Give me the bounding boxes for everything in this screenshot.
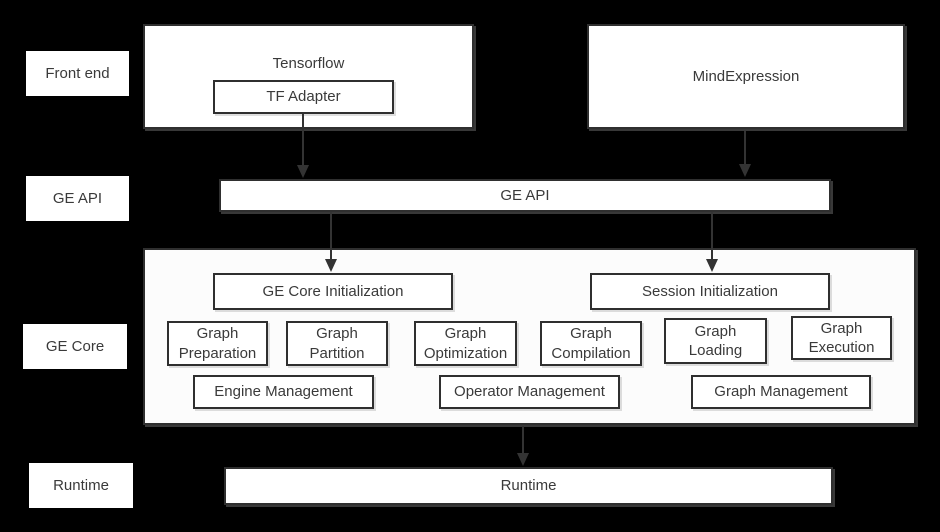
mindexpression-box: MindExpression — [587, 24, 905, 129]
graph-execution-box: Graph Execution — [791, 316, 892, 360]
graph-partition-box: Graph Partition — [286, 321, 388, 366]
layer-label-ge-api: GE API — [26, 176, 129, 221]
ge-api-bar: GE API — [219, 179, 831, 212]
tf-adapter-box: TF Adapter — [213, 80, 394, 114]
layer-label-ge-core: GE Core — [23, 324, 127, 369]
tensorflow-label: Tensorflow — [272, 55, 345, 72]
operator-management-box: Operator Management — [439, 375, 620, 409]
graph-preparation-box: Graph Preparation — [167, 321, 268, 366]
graph-management-box: Graph Management — [691, 375, 871, 409]
graph-optimization-box: Graph Optimization — [414, 321, 517, 366]
session-initialization-box: Session Initialization — [590, 273, 830, 310]
arrow-ge-core-to-runtime — [517, 426, 529, 466]
graph-loading-box: Graph Loading — [664, 318, 767, 364]
runtime-bar: Runtime — [224, 467, 833, 505]
engine-management-box: Engine Management — [193, 375, 374, 409]
graph-compilation-box: Graph Compilation — [540, 321, 642, 366]
layer-label-runtime: Runtime — [29, 463, 133, 508]
arrow-mindexpression-to-ge-api — [739, 131, 751, 177]
ge-core-initialization-box: GE Core Initialization — [213, 273, 453, 310]
layer-label-front-end: Front end — [26, 51, 129, 96]
